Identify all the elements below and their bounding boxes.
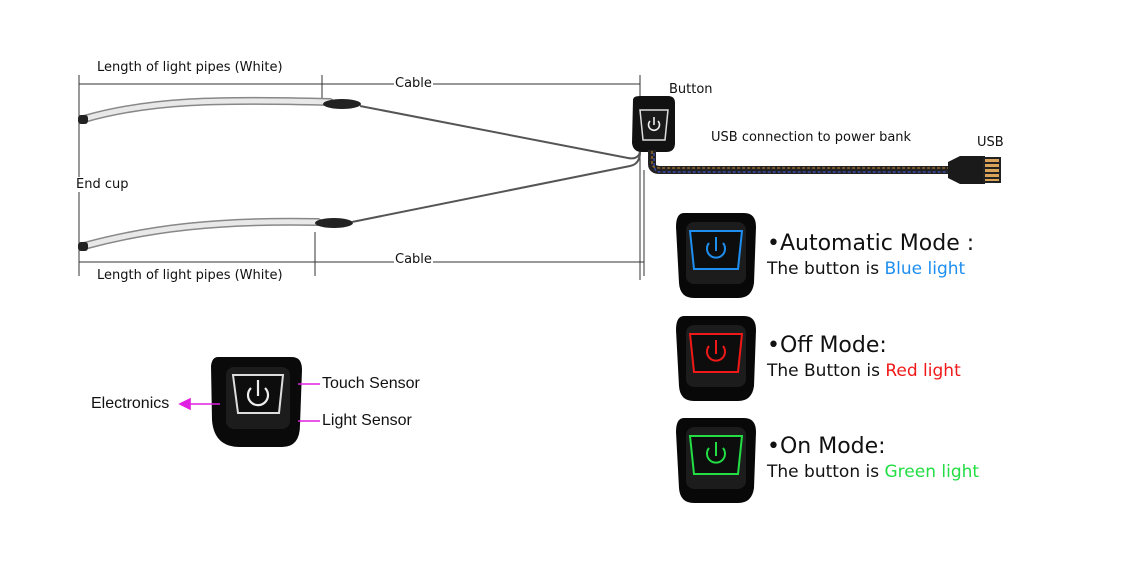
power-icon [706,237,726,259]
mode-color-text: Red light [885,361,961,381]
power-icon [706,340,726,362]
electronics-label: Electronics [91,395,170,412]
power-icon [706,442,726,464]
main-button [632,96,675,152]
light-pipe-top [78,96,641,160]
power-icon [647,117,661,132]
mode-title: •Automatic Mode : [767,231,975,256]
usb-label: USB [977,135,1004,150]
dimension-lines-bottom [78,150,645,276]
sensor-button [178,357,320,447]
end-cup-label: End cup [76,177,129,192]
mode-button-automatic [676,213,756,298]
mode-description: The button is Blue light [767,259,965,279]
light-pipe-bottom [78,151,641,251]
pipe-length-label-top: Length of light pipes (White) [97,60,283,75]
mode-title: •On Mode: [767,434,886,459]
mode-desc-prefix: The Button is [767,361,886,381]
cable-label-bottom: Cable [394,252,433,267]
mode-description: The Button is Red light [767,361,961,381]
pipe-length-label-bottom: Length of light pipes (White) [97,268,283,283]
connector-top [323,99,361,109]
end-cup-top [78,115,88,124]
connector-bottom [315,218,353,228]
power-icon [246,380,270,407]
mode-button-off [676,316,756,401]
mode-desc-prefix: The button is [767,259,885,279]
usb-cable [648,150,1001,184]
mode-desc-prefix: The button is [767,462,885,482]
mode-color-text: Green light [884,462,980,482]
sensor-arrows [178,383,320,422]
button-label: Button [669,82,713,97]
usb-contacts [985,159,999,181]
mode-button-on [676,418,756,503]
cable-label-top: Cable [394,76,433,91]
mode-color-text: Blue light [884,259,966,279]
touch-sensor-label: Touch Sensor [322,375,420,392]
light-sensor-label: Light Sensor [322,412,412,429]
mode-description: The button is Green light [767,462,979,482]
usb-plug [948,156,985,184]
end-cup-bottom [78,242,88,251]
mode-title: •Off Mode: [767,333,887,358]
usb-connection-label: USB connection to power bank [711,130,912,145]
